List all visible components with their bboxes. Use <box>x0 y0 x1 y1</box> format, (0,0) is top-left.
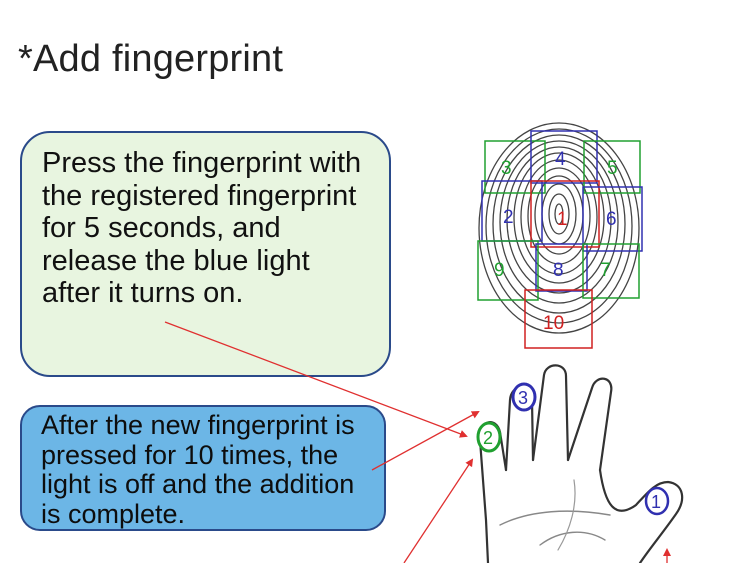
fingerprint-region-7-box <box>582 243 640 299</box>
page-title: *Add fingerprint <box>18 38 284 80</box>
finger-marker-3-label: 3 <box>518 388 528 408</box>
fingerprint-region-4-box <box>530 130 598 184</box>
fingerprint-region-2-label: 2 <box>503 207 514 228</box>
arrow-press-to-finger <box>164 321 468 438</box>
fingerprint-region-8-box <box>535 243 588 292</box>
fingerprint-region-1-box <box>530 180 600 248</box>
finger-marker-2-label: 2 <box>483 428 493 448</box>
fingerprint-ridges <box>478 122 640 334</box>
finger-marker-1-label: 1 <box>651 492 661 512</box>
press-instruction-callout: Press the fingerprint with the registere… <box>20 131 391 377</box>
finger-marker-2: 2 <box>476 421 502 453</box>
arrow-lower-to-finger <box>403 458 474 563</box>
fingerprint-region-4-label: 4 <box>555 149 566 170</box>
fingerprint-region-10-box <box>524 289 593 349</box>
fingerprint-region-1-label: 1 <box>557 209 568 230</box>
fingerprint-region-10-label: 10 <box>543 313 564 334</box>
completion-text: After the new fingerprint is pressed for… <box>41 410 355 529</box>
fingerprint-region-9-label: 9 <box>494 260 505 281</box>
fingerprint-region-6-box <box>582 186 643 252</box>
fingerprint-region-3-label: 3 <box>501 158 512 179</box>
press-instruction-text: Press the fingerprint with the registere… <box>42 147 362 309</box>
fingerprint-region-8-label: 8 <box>553 260 564 281</box>
fingerprint-illustration: 3 4 5 2 1 6 9 8 7 10 <box>477 122 643 349</box>
hand-illustration <box>478 364 684 563</box>
completion-callout: After the new fingerprint is pressed for… <box>20 405 386 531</box>
fingerprint-region-9-box <box>477 240 539 301</box>
fingerprint-region-5-label: 5 <box>607 158 618 179</box>
finger-marker-1: 1 <box>644 486 670 516</box>
fingerprint-region-6-label: 6 <box>606 209 617 230</box>
fingerprint-region-3-box <box>484 140 546 194</box>
fingerprint-region-5-box <box>583 140 641 194</box>
finger-marker-3: 3 <box>511 382 537 412</box>
fingerprint-region-7-label: 7 <box>600 260 611 281</box>
arrow-complete-to-finger <box>371 411 480 471</box>
